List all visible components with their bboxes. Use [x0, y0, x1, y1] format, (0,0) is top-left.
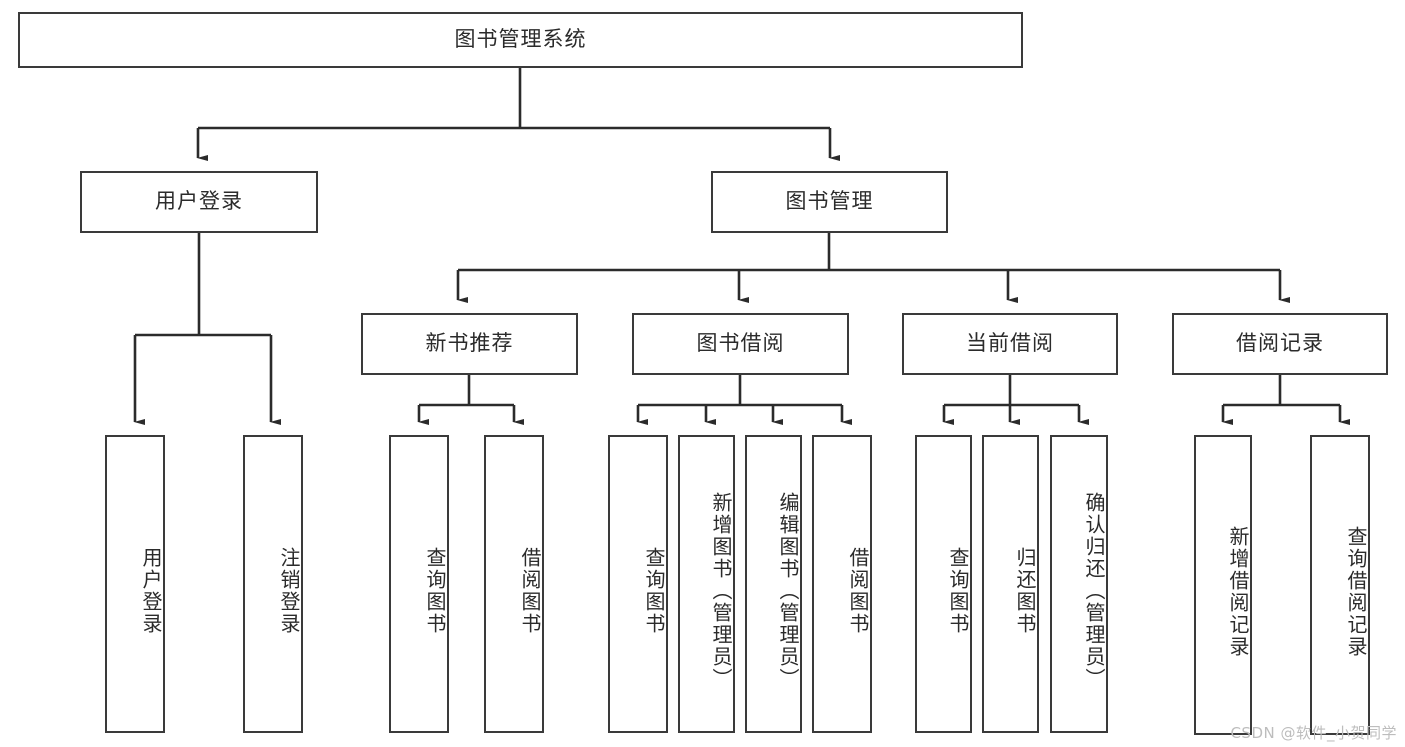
leaf-add-book-admin[interactable]: 新增图书（管理员）	[678, 435, 735, 733]
leaf-edit-book-admin[interactable]: 编辑图书（管理员）	[745, 435, 802, 733]
leaf-borrow-book[interactable]: 借阅图书	[812, 435, 872, 733]
node-user-login-group[interactable]: 用户登录	[80, 171, 318, 233]
node-book-borrow[interactable]: 图书借阅	[632, 313, 849, 375]
node-root[interactable]: 图书管理系统	[18, 12, 1023, 68]
node-current-borrow[interactable]: 当前借阅	[902, 313, 1118, 375]
node-borrow-record[interactable]: 借阅记录	[1172, 313, 1388, 375]
leaf-query-book-new[interactable]: 查询图书	[389, 435, 449, 733]
leaf-query-borrow-record[interactable]: 查询借阅记录	[1310, 435, 1370, 735]
leaf-user-login[interactable]: 用户登录	[105, 435, 165, 733]
leaf-borrow-book-new[interactable]: 借阅图书	[484, 435, 544, 733]
leaf-return-book[interactable]: 归还图书	[982, 435, 1039, 733]
leaf-confirm-return-admin[interactable]: 确认归还（管理员）	[1050, 435, 1108, 733]
leaf-add-borrow-record[interactable]: 新增借阅记录	[1194, 435, 1252, 735]
leaf-logout[interactable]: 注销登录	[243, 435, 303, 733]
csdn-watermark: CSDN @软件_小贺同学	[1230, 724, 1397, 742]
leaf-query-book-current[interactable]: 查询图书	[915, 435, 972, 733]
leaf-query-book[interactable]: 查询图书	[608, 435, 668, 733]
node-book-management-group[interactable]: 图书管理	[711, 171, 948, 233]
node-new-book-recommend[interactable]: 新书推荐	[361, 313, 578, 375]
